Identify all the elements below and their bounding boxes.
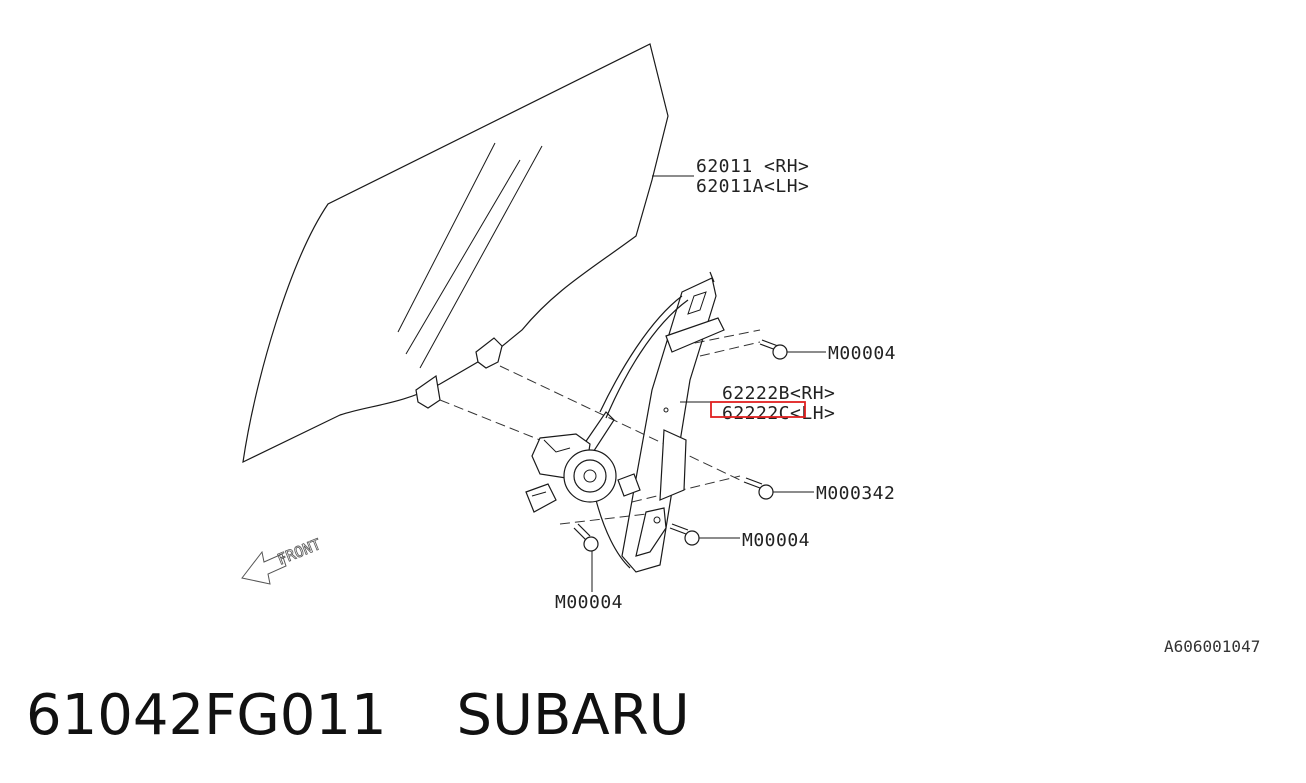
front-label: FRONT xyxy=(275,535,324,569)
bolt-label-bottom: M00004 xyxy=(555,592,623,613)
window-regulator xyxy=(525,271,725,573)
regulator-label-lh: 62222C<LH> xyxy=(722,403,835,424)
bolt-lower-right xyxy=(669,523,740,546)
glass-label-lh: 62011A<LH> xyxy=(696,176,809,197)
door-glass xyxy=(242,43,669,464)
front-direction-arrow: FRONT xyxy=(241,535,324,585)
glass-label-rh: 62011 <RH> xyxy=(696,156,809,177)
bolt-label-mid-right: M000342 xyxy=(816,483,895,504)
alignment-lines xyxy=(439,329,761,525)
highlight-box xyxy=(710,401,806,418)
bolt-mid-right xyxy=(743,477,814,500)
part-number: 61042FG011 xyxy=(26,683,387,748)
brand-name: SUBARU xyxy=(456,683,690,748)
reference-code: A606001047 xyxy=(1164,637,1260,656)
bolt-top-right xyxy=(759,339,826,360)
bolt-bottom xyxy=(573,523,599,592)
part-footer: 61042FG011 SUBARU xyxy=(26,683,690,748)
bolt-label-lower-right: M00004 xyxy=(742,530,810,551)
regulator-label-rh: 62222B<RH> xyxy=(722,383,835,404)
bolt-label-top-right: M00004 xyxy=(828,343,896,364)
